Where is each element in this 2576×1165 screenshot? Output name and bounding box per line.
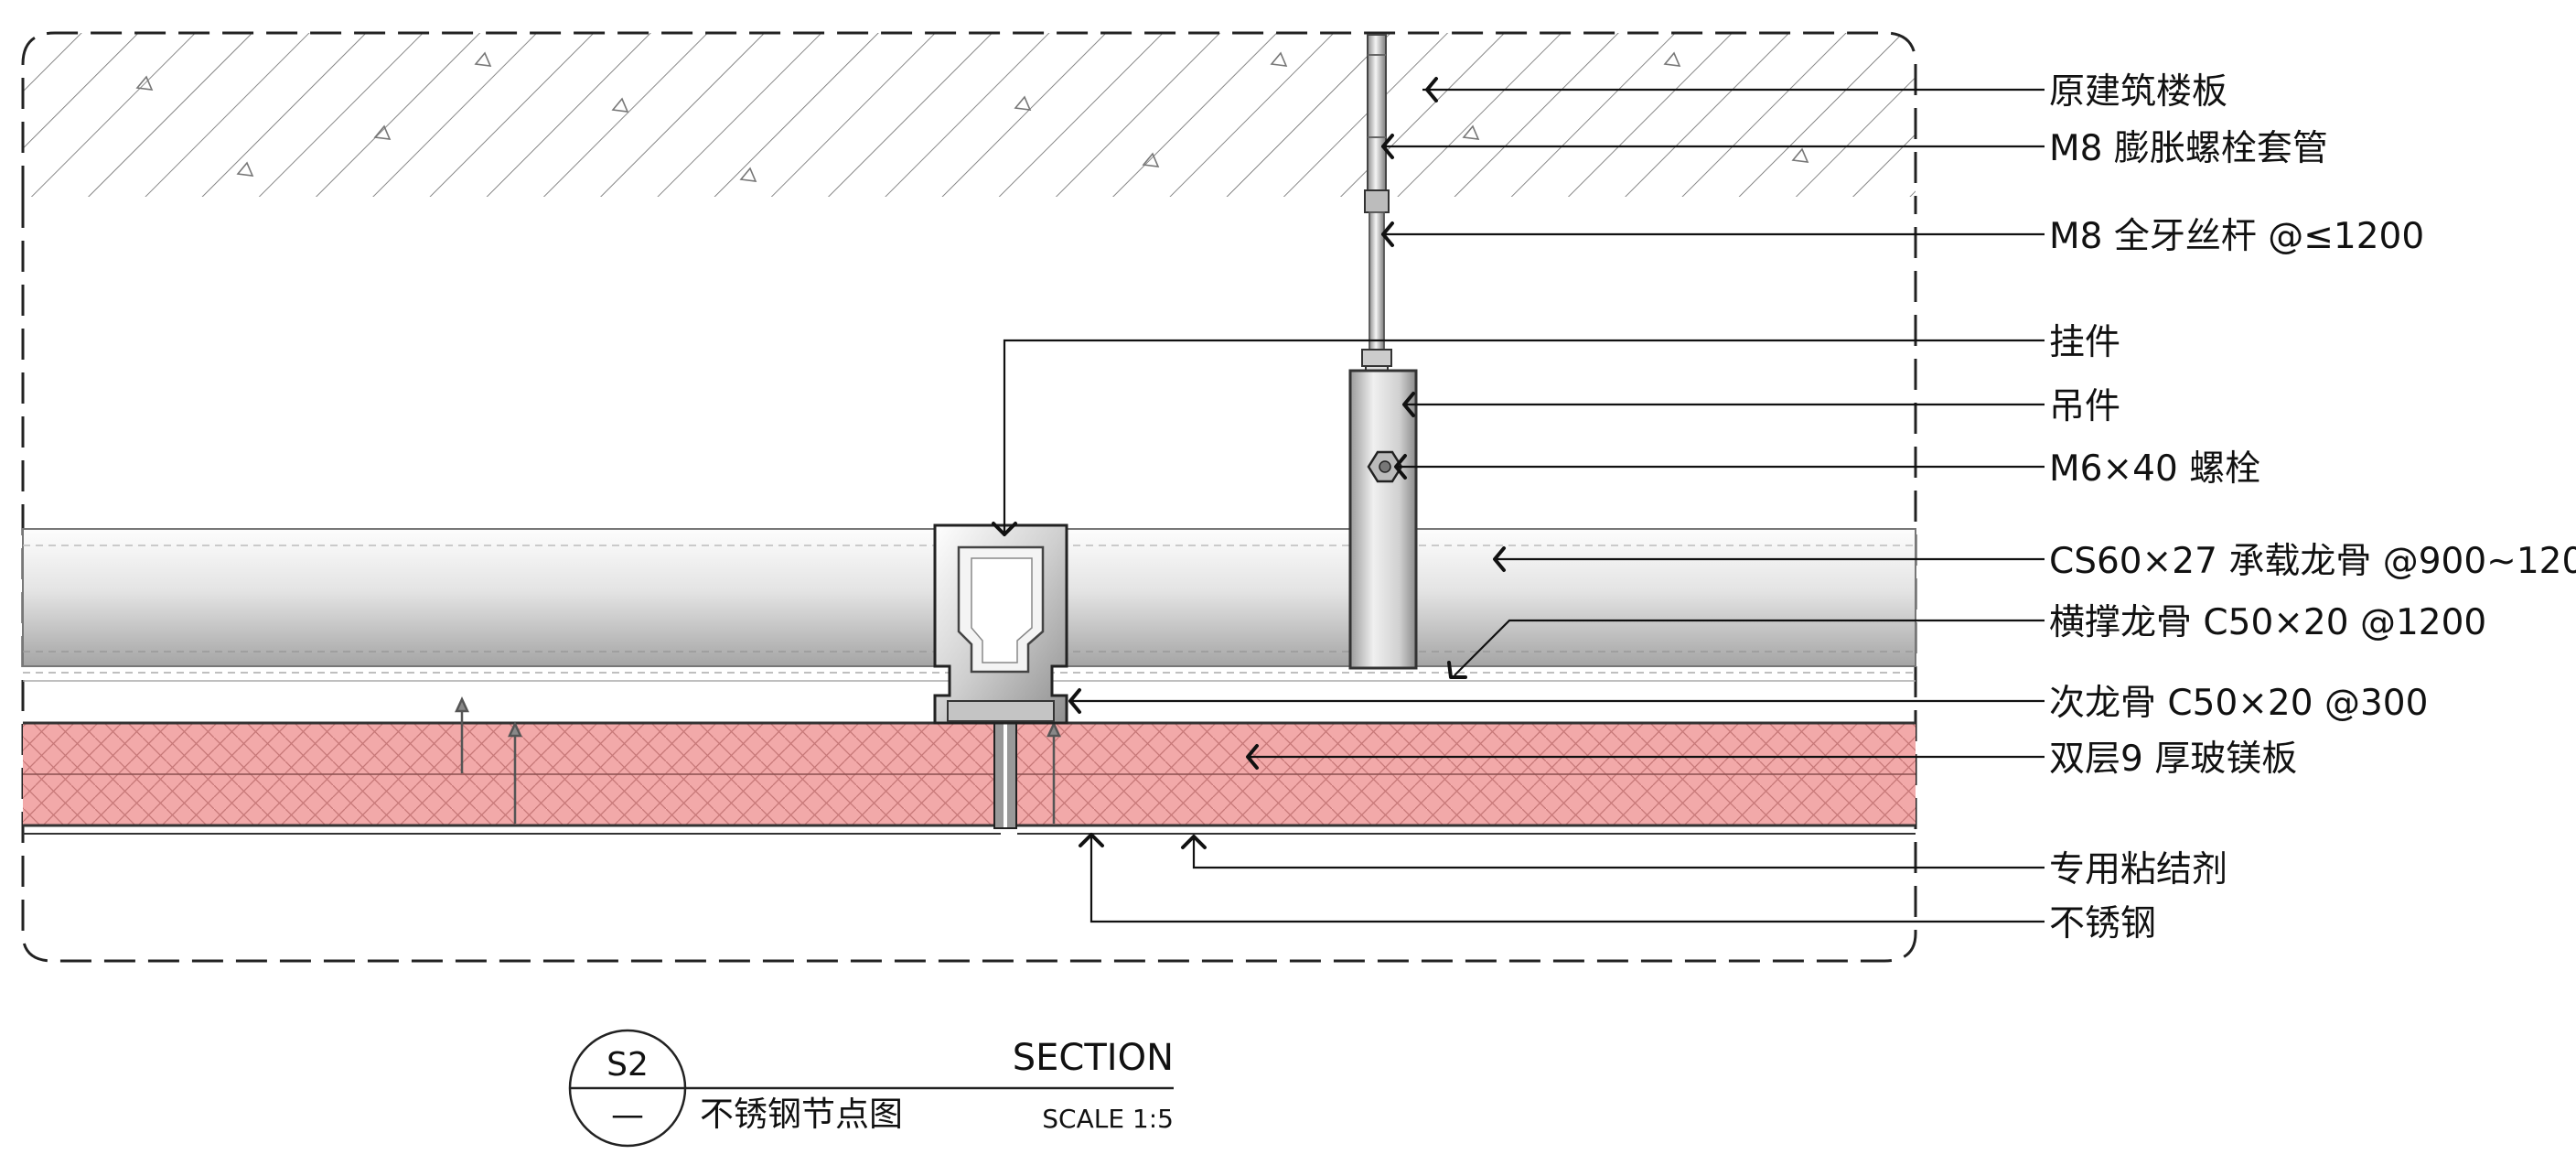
section-word: SECTION (1013, 1037, 1174, 1079)
label-clip: 挂件 (2049, 322, 2120, 363)
label-stainless-steel: 不锈钢 (2049, 903, 2156, 944)
screws (455, 696, 1061, 824)
drawing-title: 不锈钢节点图 (700, 1095, 903, 1134)
label-threaded-rod: M8 全牙丝杆 @≤1200 (2049, 216, 2424, 257)
leader-lines (992, 77, 2045, 923)
section-sub-code: — (611, 1096, 644, 1134)
title-block: S2 — 不锈钢节点图 SECTION SCALE 1:5 (568, 1029, 1174, 1148)
section-code: S2 (606, 1046, 649, 1084)
label-bolt: M6×40 螺栓 (2049, 448, 2260, 490)
label-hanger: 吊件 (2049, 386, 2120, 427)
label-secondary-keel: 次龙骨 C50×20 @300 (2049, 683, 2428, 724)
hanging-clip (933, 523, 1068, 725)
label-mgo-board: 双层9 厚玻镁板 (2049, 739, 2297, 780)
magnesium-board-layers (23, 721, 1916, 835)
drawing-scale: SCALE 1:5 (1042, 1104, 1174, 1134)
label-carrying-keel: CS60×27 承载龙骨 @900~1200 (2049, 541, 2576, 582)
concrete-slab (21, 31, 1917, 197)
label-adhesive: 专用粘结剂 (2049, 849, 2227, 890)
label-cross-keel: 横撑龙骨 C50×20 @1200 (2049, 602, 2486, 643)
hanger (1348, 369, 1418, 670)
callout-labels: 原建筑楼板 M8 膨胀螺栓套管 M8 全牙丝杆 @≤1200 挂件 吊件 M6×… (2049, 71, 2576, 944)
label-original-slab: 原建筑楼板 (2049, 71, 2227, 113)
stainless-steel-profile (993, 714, 1017, 829)
label-expansion-sleeve: M8 膨胀螺栓套管 (2049, 128, 2328, 169)
ceiling-cavity-outline (21, 197, 1917, 963)
